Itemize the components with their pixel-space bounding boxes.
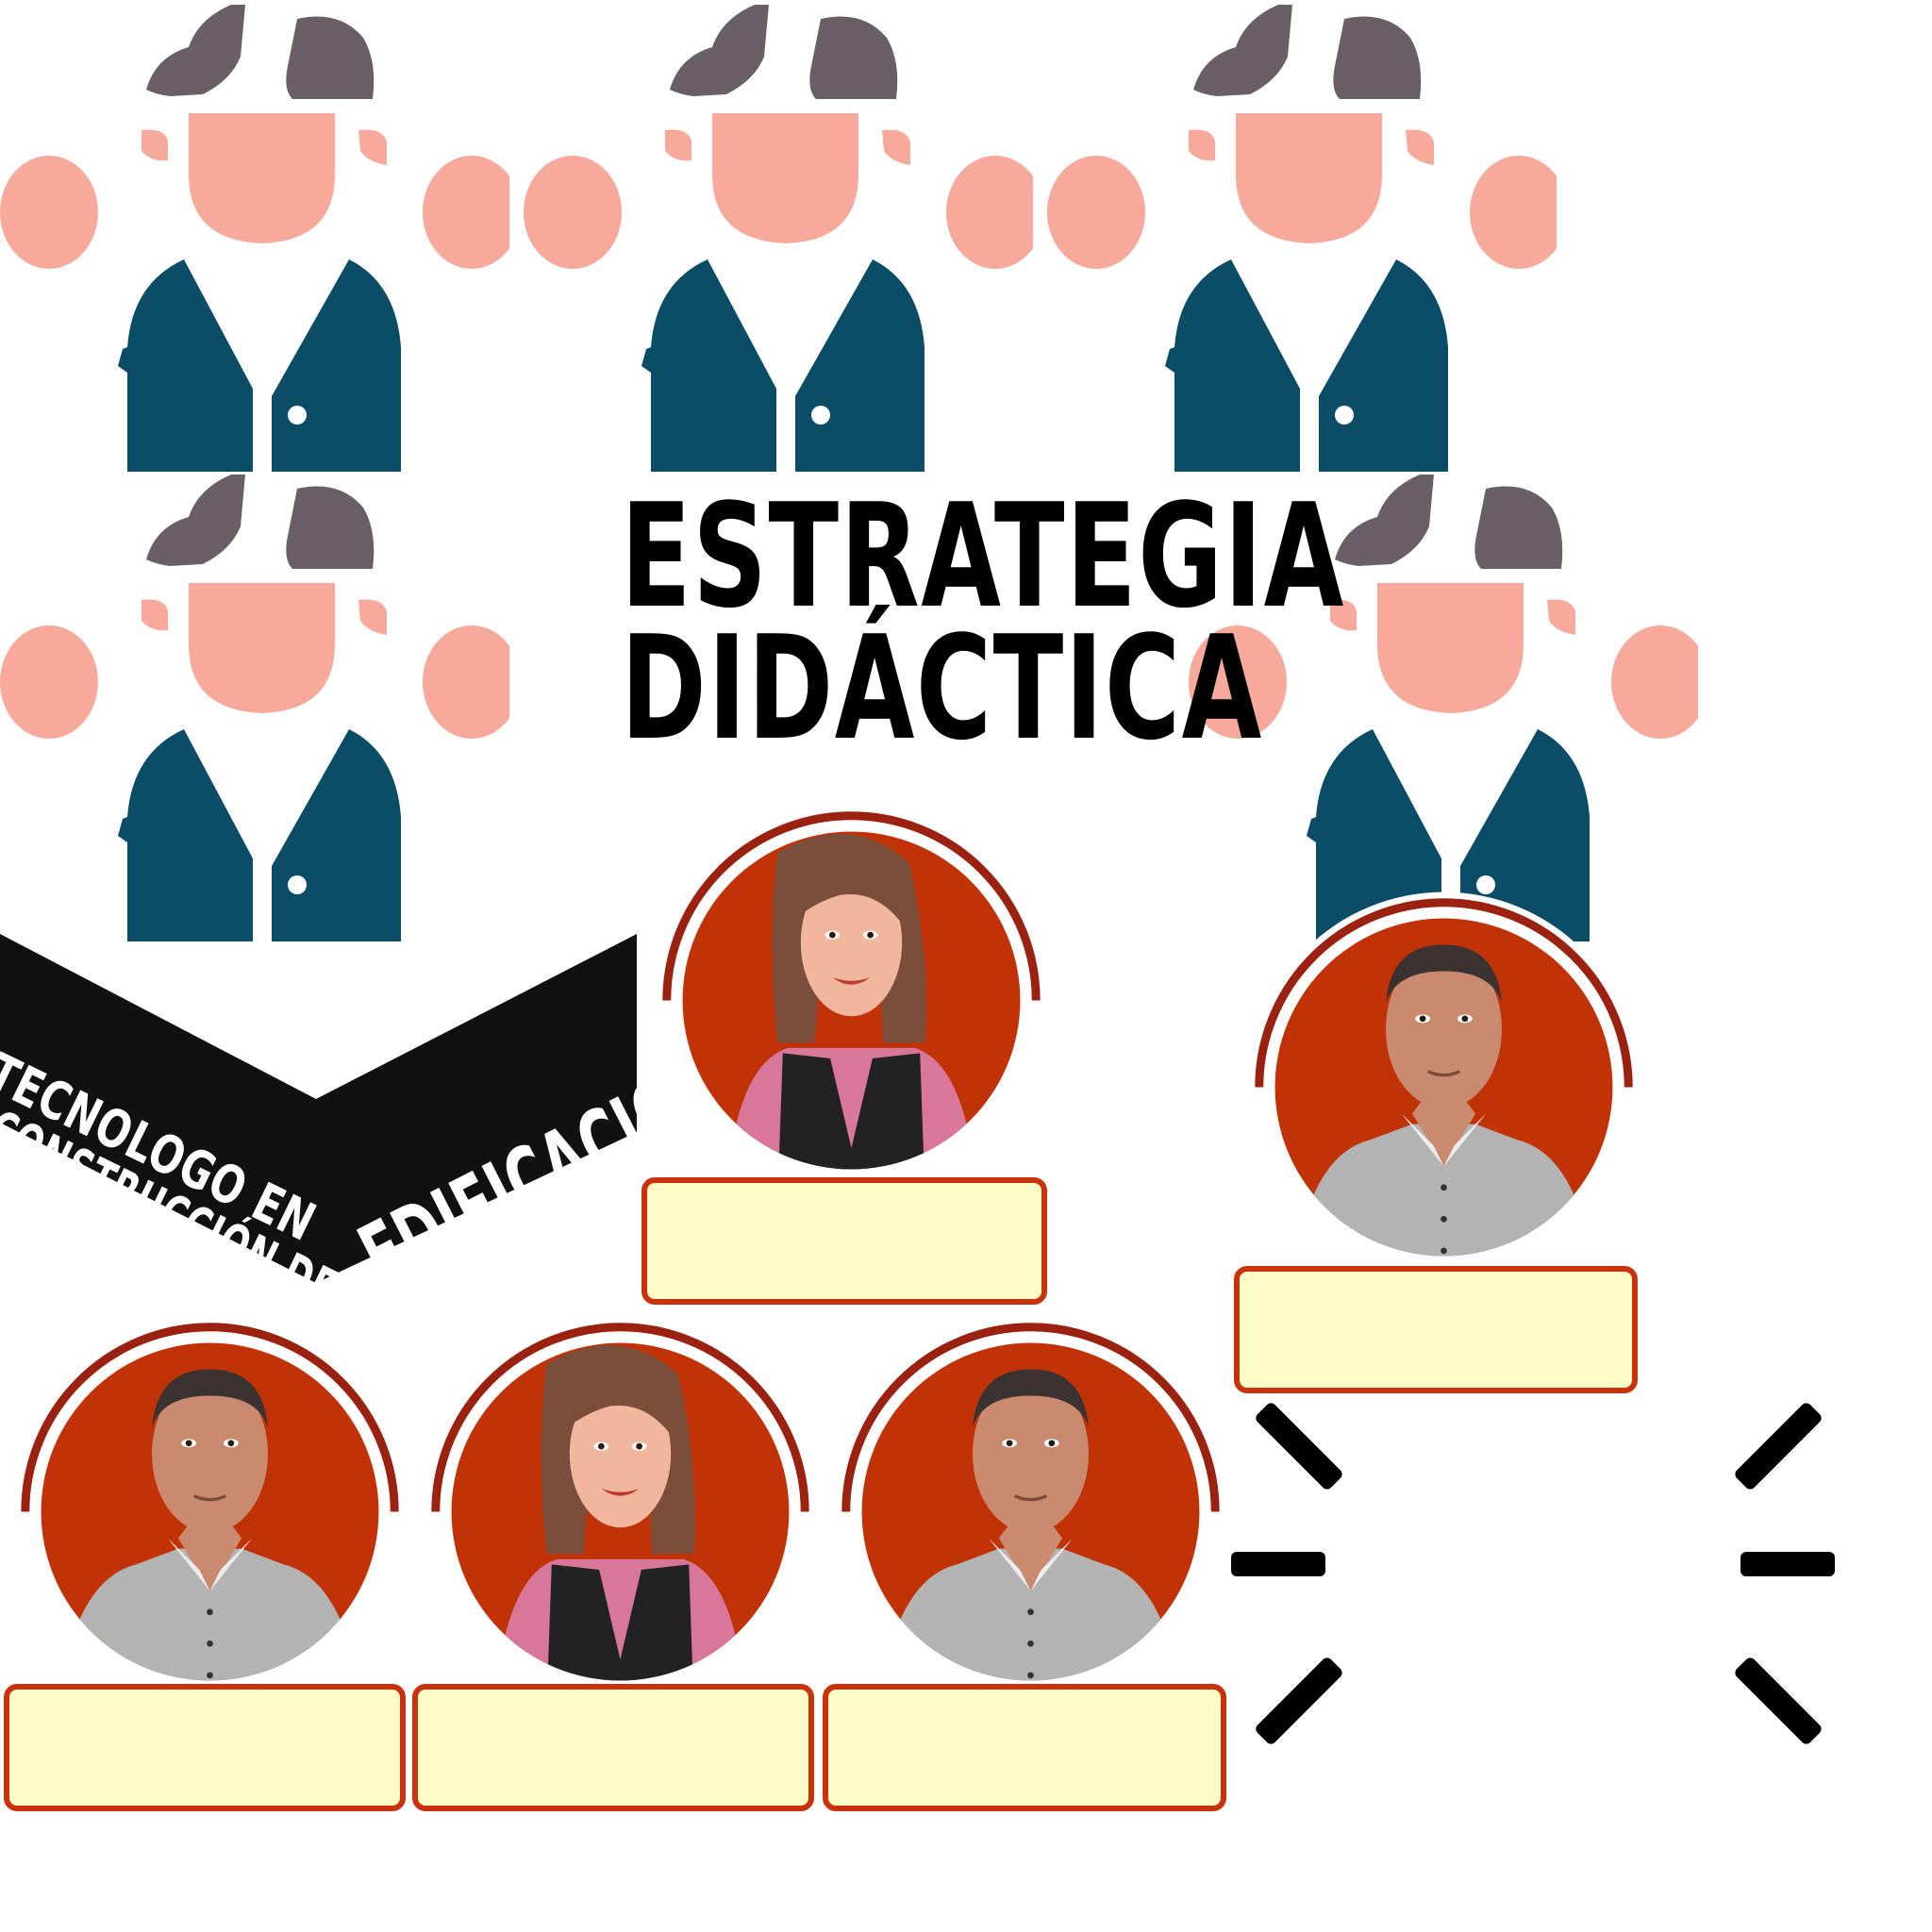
avatar-woman	[651, 800, 1052, 1201]
ribbon-shape	[0, 934, 637, 1283]
name-box[interactable]	[412, 1684, 814, 1811]
avatar-woman	[420, 1311, 821, 1712]
burst-dash	[1732, 1400, 1824, 1492]
burst-dash	[1231, 1552, 1325, 1576]
user-icon	[0, 470, 509, 941]
page-title: ESTRATEGIA DIDÁCTICA	[621, 473, 1345, 772]
program-ribbon: TECNOLOGO EN CONSTRUCCIÓN DE EDIFICACION…	[0, 934, 811, 1321]
title-line-1: ESTRATEGIA	[621, 473, 1345, 640]
avatar-man	[9, 1311, 410, 1712]
name-box[interactable]	[4, 1684, 406, 1811]
user-icon	[524, 0, 1033, 472]
name-box[interactable]	[823, 1684, 1226, 1811]
name-box[interactable]	[1234, 1266, 1638, 1393]
title-line-2: DIDÁCTICA	[621, 605, 1263, 772]
user-icon	[1047, 0, 1557, 472]
user-icon	[0, 0, 509, 472]
avatar-man	[830, 1311, 1231, 1712]
burst-dash	[1740, 1552, 1835, 1576]
burst-dash	[1253, 1655, 1345, 1747]
avatar-man	[1243, 887, 1644, 1288]
name-box[interactable]	[641, 1177, 1047, 1305]
burst-dash	[1732, 1655, 1824, 1747]
burst-dash	[1253, 1400, 1345, 1492]
